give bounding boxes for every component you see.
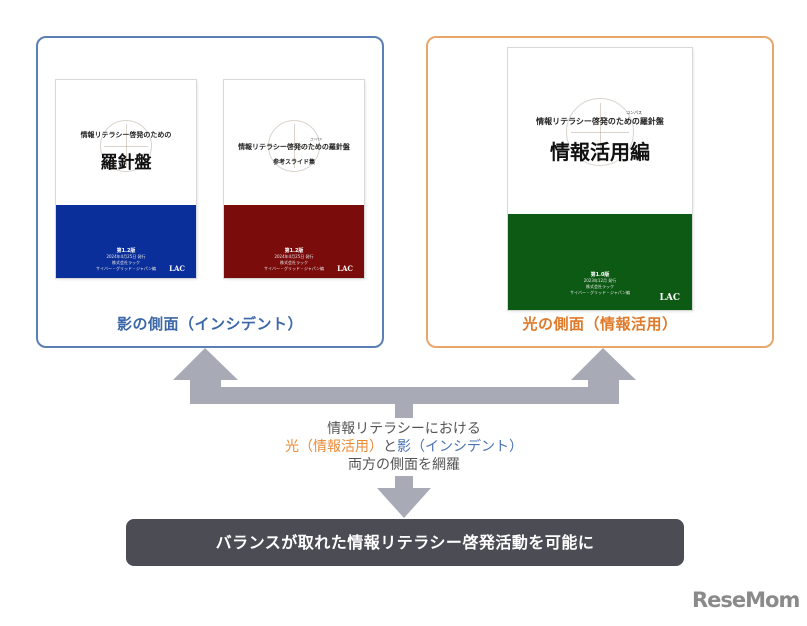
book-reference-slides: コンパス 情報リテラシー啓発のための羅針盤 参考スライド集 第1.2版 2024…: [224, 80, 364, 278]
book-series-title: 情報リテラシー啓発のための羅針盤: [238, 143, 350, 151]
lac-logo: LAC: [169, 264, 185, 273]
arrow-bar: [190, 380, 619, 418]
book-ruby: コンパス: [310, 137, 323, 141]
book-compass: 情報リテラシー啓発のための 羅針盤 第1.2版 2024年4月25日 発行 株式…: [56, 80, 196, 278]
book-color-band: 第1.2版 2024年4月25日 発行 株式会社ラック サイバー・グリッド・ジャ…: [224, 205, 364, 278]
light-side-caption: 光の側面（情報活用）: [522, 315, 678, 333]
left-up-arrow: [173, 348, 238, 384]
book-title: 情報活用編: [550, 140, 650, 164]
book-series-title: 情報リテラシー啓発のための: [80, 131, 172, 139]
shadow-side-caption: 影の側面（インシデント）: [116, 315, 303, 333]
and-text: と: [383, 439, 397, 455]
down-shaft: [395, 476, 413, 490]
book-ruby: コンパス: [626, 110, 642, 115]
description-line-2: 光（情報活用）と影（インシデント）: [204, 438, 604, 456]
compass-watermark-icon: [100, 120, 152, 172]
coverage-description: 情報リテラシーにおける 光（情報活用）と影（インシデント） 両方の側面を網羅: [204, 420, 604, 474]
book-information-utilization: コンパス 情報リテラシー啓発のための羅針盤 情報活用編 第1.0版 2023年1…: [508, 48, 692, 310]
book-subtitle: 参考スライド集: [272, 159, 315, 166]
book-edition-info: 第1.2版 2024年4月25日 発行 株式会社ラック サイバー・グリッド・ジャ…: [96, 248, 156, 271]
book-color-band: 第1.2版 2024年4月25日 発行 株式会社ラック サイバー・グリッド・ジャ…: [56, 205, 196, 278]
book-edition-info: 第1.2版 2024年4月25日 発行 株式会社ラック サイバー・グリッド・ジャ…: [264, 248, 324, 271]
book-title: 羅針盤: [100, 153, 152, 173]
lac-logo: LAC: [337, 264, 353, 273]
description-line-1: 情報リテラシーにおける: [327, 421, 481, 437]
compass-watermark-icon: [268, 120, 320, 172]
light-aspect-text: 光（情報活用）: [285, 439, 383, 455]
book-series-title: 情報リテラシー啓発のための羅針盤: [536, 117, 664, 126]
book-color-band: 第1.0版 2023年12月 発行 株式会社ラック サイバー・グリッド・ジャパン…: [508, 214, 692, 310]
lac-logo: LAC: [659, 293, 680, 303]
resemom-logo: ReseMom: [692, 588, 800, 612]
compass-watermark-icon: [566, 98, 634, 166]
conclusion-banner: バランスが取れた情報リテラシー啓発活動を可能に: [126, 519, 684, 566]
light-side-panel: コンパス 情報リテラシー啓発のための羅針盤 情報活用編 第1.0版 2023年1…: [426, 36, 774, 348]
description-line-3: 両方の側面を網羅: [348, 457, 460, 473]
down-arrow: [377, 488, 431, 518]
shadow-side-panel: 情報リテラシー啓発のための 羅針盤 第1.2版 2024年4月25日 発行 株式…: [36, 36, 384, 348]
right-up-arrow: [571, 348, 636, 384]
book-edition-info: 第1.0版 2023年12月 発行 株式会社ラック サイバー・グリッド・ジャパン…: [570, 272, 630, 295]
shadow-aspect-text: 影（インシデント）: [397, 439, 523, 455]
